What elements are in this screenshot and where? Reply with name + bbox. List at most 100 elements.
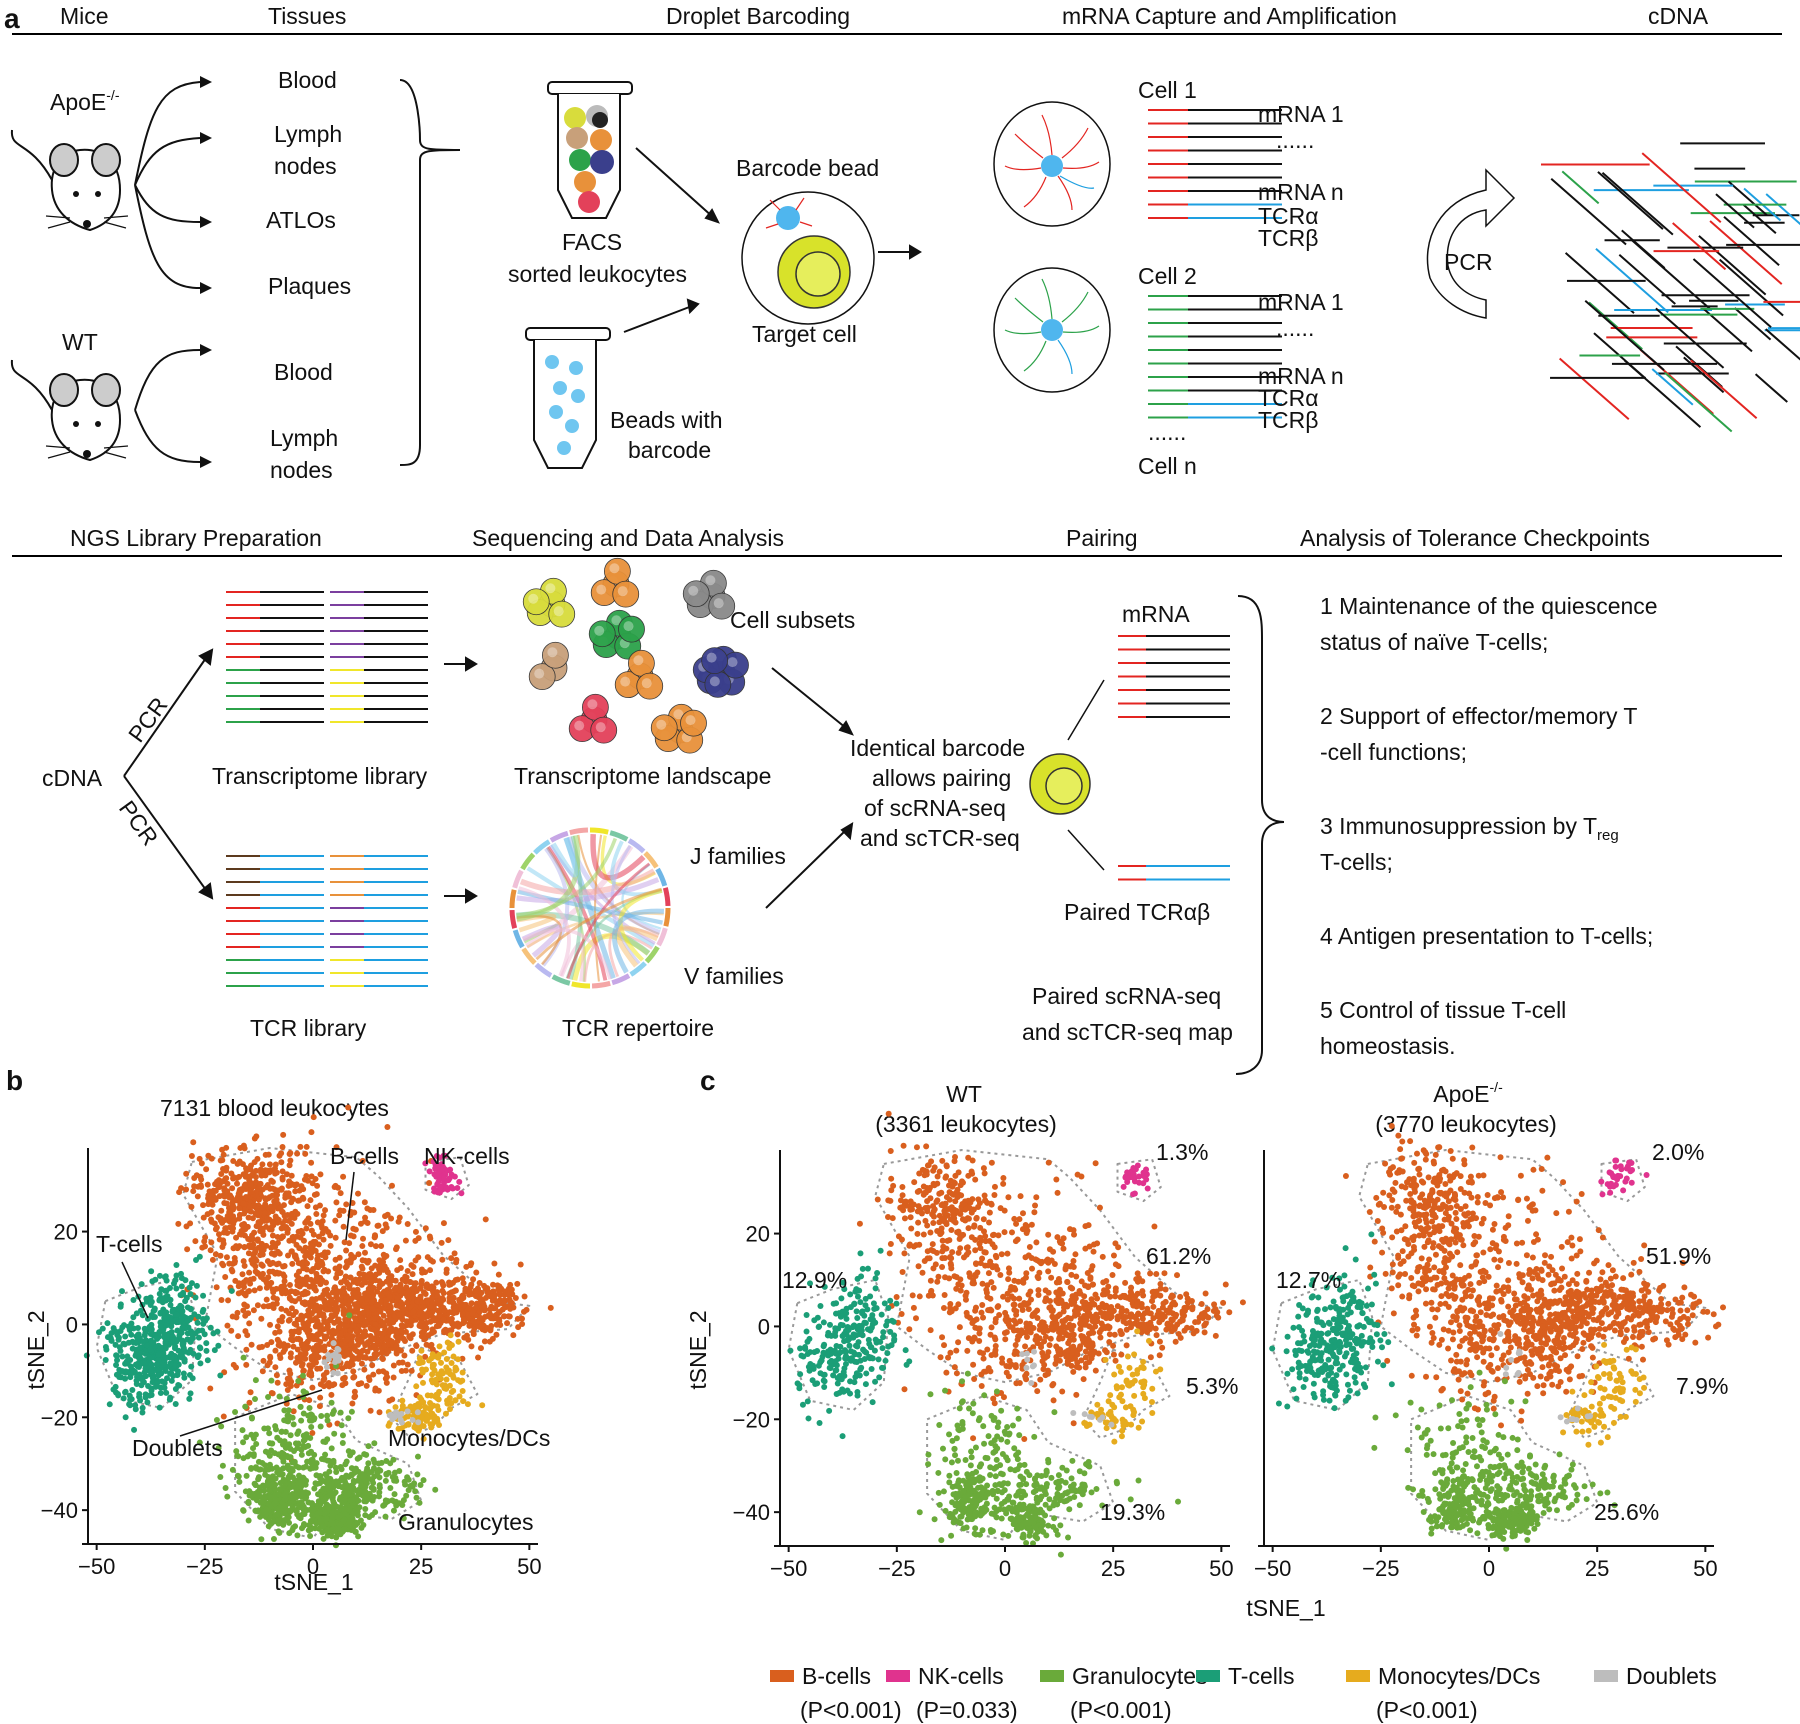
data-point (292, 1208, 299, 1215)
data-point (217, 1217, 224, 1224)
data-point (343, 1472, 350, 1479)
data-point (468, 1281, 475, 1288)
data-point (470, 1276, 477, 1283)
data-point (250, 1307, 257, 1314)
cdna-fragment (1558, 357, 1630, 421)
data-point (295, 1377, 302, 1384)
data-point (275, 1491, 282, 1498)
data-point (119, 1368, 126, 1375)
data-point (330, 1369, 337, 1376)
data-point (1045, 1268, 1052, 1275)
data-point (957, 1276, 964, 1283)
celln-dots: ...... (1148, 419, 1186, 445)
data-point (1046, 1342, 1053, 1349)
data-point (431, 1413, 438, 1420)
data-point (547, 1304, 554, 1311)
data-point (300, 1491, 307, 1498)
data-point (304, 1177, 311, 1184)
data-point (302, 1355, 309, 1362)
data-point (340, 1285, 347, 1292)
data-point (321, 1317, 328, 1324)
data-point (214, 1328, 221, 1335)
data-point (390, 1374, 397, 1381)
data-point (217, 1372, 224, 1379)
data-point (481, 1314, 488, 1321)
data-point (300, 1346, 307, 1353)
data-point (321, 1333, 328, 1340)
data-point (239, 1427, 246, 1434)
data-point (347, 1274, 354, 1281)
data-point (277, 1467, 284, 1474)
data-point (361, 1366, 368, 1373)
data-point (309, 1180, 316, 1187)
data-point (246, 1203, 253, 1210)
data-point (442, 1410, 449, 1417)
data-point (466, 1322, 473, 1329)
data-point (363, 1382, 370, 1389)
data-point (313, 1211, 320, 1218)
data-point (425, 1297, 432, 1304)
data-point (319, 1230, 326, 1237)
data-point (270, 1203, 277, 1210)
data-point (303, 1143, 310, 1150)
data-point (243, 1303, 250, 1310)
data-point (288, 1248, 295, 1255)
chord-arc (520, 852, 536, 871)
data-point (261, 1493, 268, 1500)
data-point (243, 1472, 250, 1479)
data-point (315, 1491, 322, 1498)
data-point (138, 1281, 145, 1288)
data-point (129, 1345, 136, 1352)
data-point (281, 1477, 288, 1484)
data-point (324, 1323, 331, 1330)
data-point (294, 1150, 301, 1157)
cdna-fragment (1651, 368, 1694, 406)
data-point (943, 1369, 950, 1376)
data-point (416, 1499, 423, 1506)
data-point (477, 1345, 484, 1352)
data-point (296, 1295, 303, 1302)
x-tick-label: 50 (517, 1554, 541, 1579)
data-point (907, 1214, 914, 1221)
data-point (1045, 1159, 1052, 1166)
data-point (221, 1185, 228, 1192)
data-point (375, 1387, 382, 1394)
data-point (447, 1406, 454, 1413)
data-point (161, 1380, 168, 1387)
data-point (396, 1468, 403, 1475)
data-point (908, 1225, 915, 1232)
data-point (935, 1273, 942, 1280)
data-point (521, 1293, 528, 1300)
data-point (168, 1377, 175, 1384)
data-point (261, 1425, 268, 1432)
data-point (342, 1316, 349, 1323)
data-point (328, 1363, 335, 1370)
data-point (1059, 1335, 1066, 1342)
chord-arc (509, 909, 518, 929)
data-point (311, 1191, 318, 1198)
data-point (501, 1288, 508, 1295)
data-point (339, 1382, 346, 1389)
data-point (272, 1364, 279, 1371)
header-mice: Mice (60, 3, 109, 29)
pairing-brace (1235, 595, 1285, 1075)
v-families-label: V families (684, 963, 784, 989)
cdna-fragment (1734, 307, 1772, 341)
cell-sphere (612, 580, 640, 608)
data-point (429, 1346, 436, 1353)
data-point (151, 1305, 158, 1312)
barcode-bead-label: Barcode bead (736, 155, 879, 181)
data-point (359, 1157, 366, 1164)
data-point (260, 1357, 267, 1364)
data-point (145, 1383, 152, 1390)
chord-arc (611, 973, 631, 986)
data-point (330, 1340, 337, 1347)
data-point (506, 1313, 513, 1320)
data-point (379, 1228, 386, 1235)
data-point (397, 1347, 404, 1354)
data-point (163, 1322, 170, 1329)
data-point (450, 1294, 457, 1301)
data-point (316, 1307, 323, 1314)
header-droplet: Droplet Barcoding (666, 3, 850, 29)
